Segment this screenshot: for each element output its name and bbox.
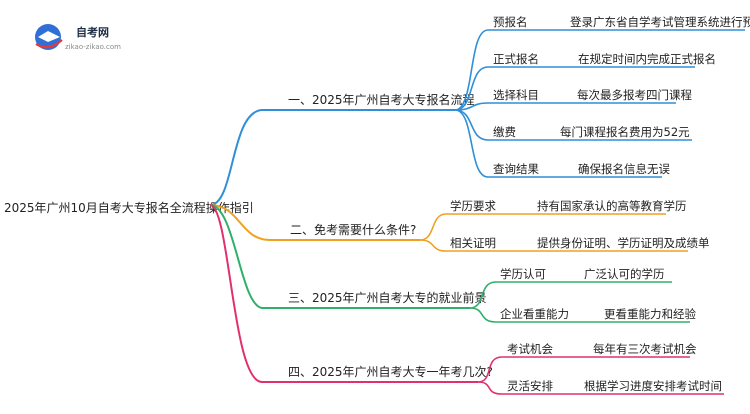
- connector-root-branch-3: [209, 204, 288, 309]
- logo-swoosh: [35, 39, 63, 49]
- branch-1-leaf-2-detail: 在规定时间内完成正式报名: [578, 52, 716, 66]
- branch-2-leaf-2-label: 相关证明: [450, 236, 496, 250]
- branch-4-leaf-2-detail: 根据学习进度安排考试时间: [584, 379, 722, 393]
- connector-root-branch-1: [209, 109, 288, 206]
- connector-root-branch-4: [209, 204, 288, 383]
- branch-1-leaf-3-detail: 每次最多报考四门课程: [577, 88, 692, 102]
- connector-branch-4-leaf-2: [477, 381, 503, 395]
- branch-1-leaf-2-label: 正式报名: [493, 52, 539, 66]
- branch-3-leaf-2-label: 企业看重能力: [500, 307, 569, 321]
- branch-1-leaf-1-label: 预报名: [493, 15, 528, 29]
- branch-4: 四、2025年广州自考大专一年考几次? 考试机会 每年有三次考试机会 灵活安排 …: [288, 342, 724, 395]
- branch-4-label: 四、2025年广州自考大专一年考几次?: [288, 364, 493, 379]
- branch-1: 一、2025年广州自考大专报名流程 预报名 登录广东省自学考试管理系统进行预报名…: [288, 15, 750, 178]
- branch-2-leaf-1-detail: 持有国家承认的高等教育学历: [537, 199, 687, 213]
- branch-2-leaf-2-detail: 提供身份证明、学历证明及成绩单: [537, 236, 710, 250]
- branch-3-leaf-1-detail: 广泛认可的学历: [584, 267, 665, 281]
- branch-3-leaf-1-label: 学历认可: [500, 267, 546, 281]
- branch-1-leaf-5-label: 查询结果: [493, 162, 539, 176]
- branch-1-leaf-5-detail: 确保报名信息无误: [578, 162, 670, 176]
- branch-3-label: 三、2025年广州自考大专的就业前景: [288, 290, 487, 305]
- connector-branch-2-leaf-2: [419, 239, 447, 252]
- branch-1-label: 一、2025年广州自考大专报名流程: [288, 92, 475, 107]
- branch-1-leaf-4-label: 缴费: [493, 125, 516, 139]
- logo: 自考网 zikao-zikao.com: [35, 24, 121, 51]
- connector-branch-3-leaf-2: [469, 307, 497, 323]
- branch-2-label: 二、免考需要什么条件?: [290, 222, 416, 237]
- branch-3: 三、2025年广州自考大专的就业前景 学历认可 广泛认可的学历 企业看重能力 更…: [288, 267, 696, 323]
- branch-2-leaf-1-label: 学历要求: [450, 199, 496, 213]
- logo-title: 自考网: [76, 25, 109, 39]
- connector-branch-1-leaf-2: [454, 66, 489, 111]
- branch-4-leaf-2-label: 灵活安排: [507, 379, 553, 393]
- root-connectors: [209, 109, 290, 383]
- connector-branch-4-leaf-1: [477, 356, 503, 383]
- branch-4-leaf-1-detail: 每年有三次考试机会: [593, 342, 697, 356]
- root-topic: 2025年广州10月自考大专报名全流程操作指引: [4, 200, 254, 215]
- branch-1-leaf-4-detail: 每门课程报名费用为52元: [560, 125, 690, 139]
- branch-1-leaf-3-label: 选择科目: [493, 88, 539, 102]
- graduation-cap-icon: [38, 31, 60, 42]
- branch-4-leaf-1-label: 考试机会: [507, 342, 553, 356]
- connector-branch-2-leaf-1: [419, 213, 447, 241]
- logo-subtitle: zikao-zikao.com: [65, 43, 121, 51]
- connector-branch-1-leaf-5: [454, 109, 489, 178]
- connector-branch-1-leaf-4: [454, 109, 489, 141]
- branch-3-leaf-2-detail: 更看重能力和经验: [604, 307, 696, 321]
- connector-branch-3-leaf-1: [469, 281, 497, 309]
- branch-2: 二、免考需要什么条件? 学历要求 持有国家承认的高等教育学历 相关证明 提供身份…: [290, 199, 710, 252]
- branch-1-leaf-1-detail: 登录广东省自学考试管理系统进行预报名: [570, 15, 750, 29]
- connector-branch-1-leaf-1: [454, 29, 489, 111]
- connector-root-branch-2: [209, 204, 290, 241]
